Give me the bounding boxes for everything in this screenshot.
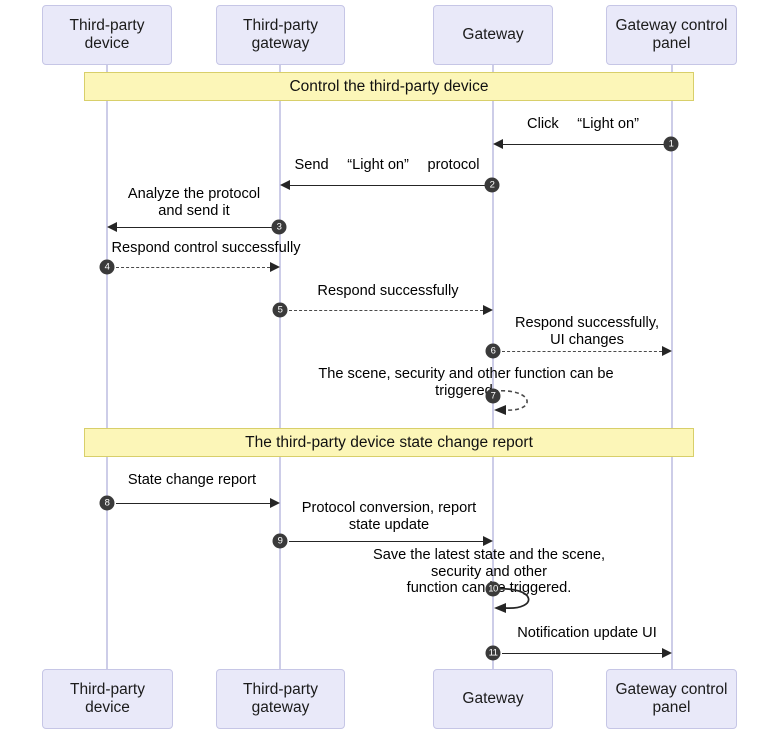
message-7-badge: 7 — [485, 388, 501, 404]
message-6-badge: 6 — [485, 343, 501, 359]
lifeline-tpgw — [279, 64, 281, 670]
message-9-line — [289, 541, 483, 542]
message-4-line — [116, 267, 270, 268]
section-banner-control: Control the third-party device — [84, 72, 694, 101]
message-3-arrowhead — [107, 222, 117, 232]
message-5-label: Respond successfully — [317, 283, 459, 299]
section-banner-state-report: The third-party device state change repo… — [84, 428, 694, 457]
message-11-line — [502, 653, 662, 654]
message-10-badge: 10 — [485, 581, 501, 597]
message-1-arrowhead — [493, 139, 503, 149]
message-6-label: Respond successfully, UI changes — [514, 315, 660, 348]
actor-header-device[interactable]: Third-party device — [42, 5, 172, 65]
lifeline-device — [106, 64, 108, 670]
message-8-badge: 8 — [99, 495, 115, 511]
message-7-selfloop — [493, 388, 553, 416]
message-2-label: Send “Light on” protocol — [294, 157, 480, 173]
actor-footer-gateway[interactable]: Gateway — [433, 669, 553, 729]
message-3-line — [116, 227, 278, 228]
message-8-arrowhead — [270, 498, 280, 508]
message-2-line — [289, 185, 491, 186]
actor-footer-tpgw[interactable]: Third-party gateway — [216, 669, 345, 729]
message-2-badge: 2 — [484, 177, 500, 193]
message-11-badge: 11 — [485, 645, 501, 661]
message-10-selfloop — [493, 586, 553, 614]
message-5-arrowhead — [483, 305, 493, 315]
message-2-arrowhead — [280, 180, 290, 190]
lifeline-panel — [671, 64, 673, 670]
message-4-label: Respond control successfully — [111, 240, 301, 256]
message-7-label: The scene, security and other function c… — [318, 366, 614, 399]
message-6-arrowhead — [662, 346, 672, 356]
message-5-badge: 5 — [272, 302, 288, 318]
actor-header-gateway[interactable]: Gateway — [433, 5, 553, 65]
message-9-arrowhead — [483, 536, 493, 546]
actor-header-panel[interactable]: Gateway control panel — [606, 5, 737, 65]
message-6-line — [502, 351, 662, 352]
message-3-label: Analyze the protocol and send it — [127, 186, 261, 219]
lifeline-gateway — [492, 64, 494, 670]
message-4-arrowhead — [270, 262, 280, 272]
actor-header-tpgw[interactable]: Third-party gateway — [216, 5, 345, 65]
message-4-badge: 4 — [99, 259, 115, 275]
message-8-label: State change report — [127, 472, 257, 488]
message-11-label: Notification update UI — [517, 625, 657, 641]
message-1-label: Click “Light on” — [527, 116, 639, 132]
message-8-line — [116, 503, 270, 504]
message-5-line — [289, 310, 483, 311]
message-10-label: Save the latest state and the scene, sec… — [372, 547, 606, 597]
message-3-badge: 3 — [271, 219, 287, 235]
message-9-badge: 9 — [272, 533, 288, 549]
message-1-badge: 1 — [663, 136, 679, 152]
actor-footer-panel[interactable]: Gateway control panel — [606, 669, 737, 729]
message-1-line — [502, 144, 670, 145]
message-9-label: Protocol conversion, report state update — [301, 500, 477, 533]
actor-footer-device[interactable]: Third-party device — [42, 669, 173, 729]
message-11-arrowhead — [662, 648, 672, 658]
